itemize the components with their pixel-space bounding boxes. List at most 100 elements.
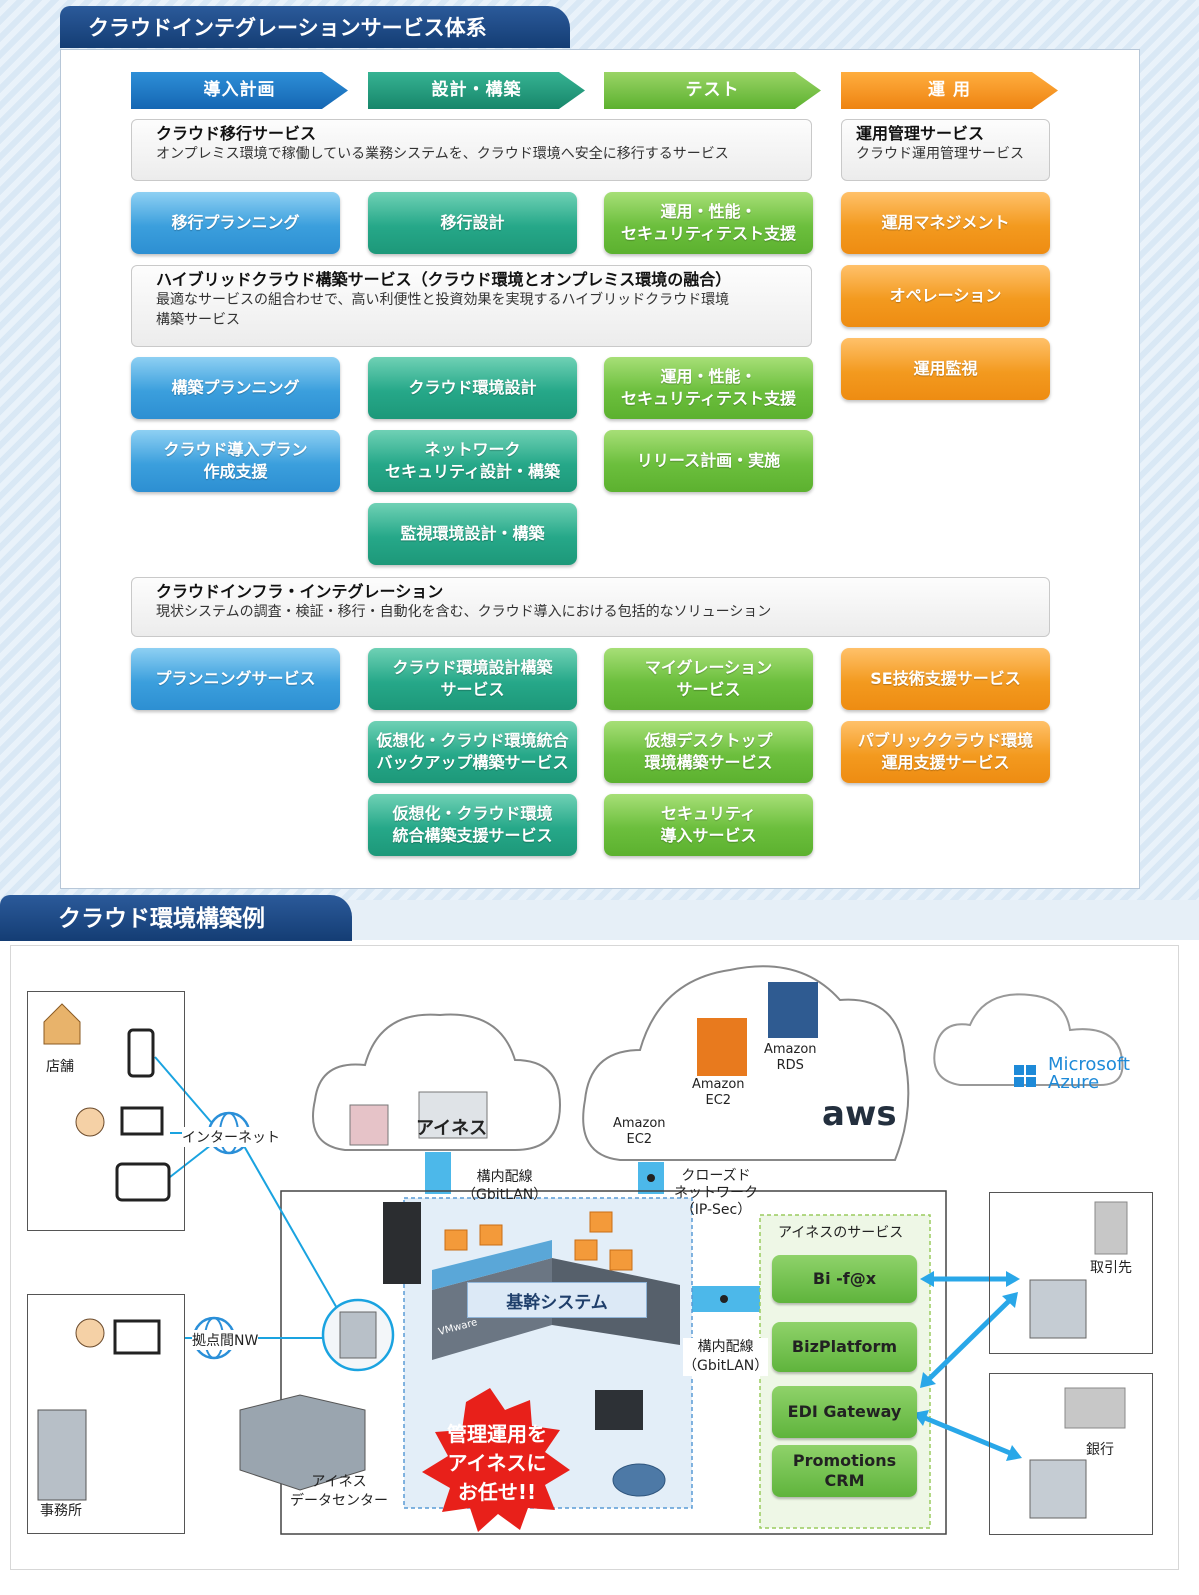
partner-box: [989, 1192, 1153, 1354]
monitor-icon: [113, 1319, 161, 1355]
build-planning-button[interactable]: 構築プランニング: [131, 357, 340, 419]
virtualization-build-support-button[interactable]: 仮想化・クラウド環境 統合構築支援サービス: [368, 794, 577, 856]
datacenter-building: [239, 1394, 366, 1491]
promotions-crm-service[interactable]: Promotions CRM: [772, 1445, 917, 1497]
person-icon-2: [75, 1318, 105, 1348]
datacenter-label: アイネス データセンター: [290, 1474, 388, 1509]
ec2-icon: [697, 1018, 747, 1076]
tablet-icon: [115, 1162, 171, 1202]
server-icon: [339, 1311, 377, 1359]
azure-cloud: [933, 993, 1124, 1086]
managed-operation-label: 管理運用を アイネスに お任せ!!: [447, 1422, 547, 1504]
virtual-desktop-button[interactable]: 仮想デスクトップ 環境構築サービス: [604, 721, 813, 783]
migration-test-support-button[interactable]: 運用・性能・ セキュリティテスト支援: [604, 192, 813, 254]
amazon-rds-label: Amazon RDS: [764, 1042, 817, 1073]
core-system-label: 基幹システム: [467, 1282, 647, 1318]
security-service-button[interactable]: セキュリティ 導入サービス: [604, 794, 813, 856]
laptop-icon: [120, 1106, 164, 1136]
bank-server-icon: [1029, 1459, 1087, 1519]
network-security-design-button[interactable]: ネットワーク セキュリティ設計・構築: [368, 430, 577, 492]
amazon-ec2-label-a: Amazon EC2: [692, 1077, 745, 1108]
lan-pipe-1: [425, 1152, 451, 1194]
phase-operation: 運 用: [841, 72, 1058, 109]
cube: [589, 1211, 613, 1233]
cube: [609, 1249, 633, 1271]
site-nw-label: 拠点間NW: [192, 1330, 259, 1350]
migration-service-button[interactable]: マイグレーション サービス: [604, 648, 813, 710]
phase-planning: 導入計画: [131, 72, 348, 109]
aws-logo: aws: [822, 1094, 897, 1134]
store-label: 店舗: [46, 1059, 74, 1075]
edi-gateway-service[interactable]: EDI Gateway: [772, 1386, 917, 1438]
hybrid-test-support-button[interactable]: 運用・性能・ セキュリティテスト支援: [604, 357, 813, 419]
office-building-icon: [37, 1409, 87, 1501]
virtualization-backup-button[interactable]: 仮想化・クラウド環境統合 バックアップ構築サービス: [368, 721, 577, 783]
partner-building-icon: [1094, 1201, 1128, 1255]
ainess-services-title: アイネスのサービス: [778, 1225, 904, 1241]
ops-service-desc: クラウド運用管理サービス: [856, 146, 1024, 162]
rack-server-icon: [383, 1202, 421, 1284]
router-icon: [612, 1463, 666, 1497]
bifax-service[interactable]: Bi -f@x: [772, 1255, 917, 1303]
storage-icon: [595, 1390, 643, 1430]
store-icon: [43, 1003, 81, 1045]
lan-label-1: 構内配線 （GbitLAN）: [462, 1169, 548, 1203]
cloud-design-build-button[interactable]: クラウド環境設計構築 サービス: [368, 648, 577, 710]
lan-label-2: 構内配線 （GbitLAN）: [683, 1338, 769, 1376]
monitoring-design-button[interactable]: 監視環境設計・構築: [368, 503, 577, 565]
bank-box: [989, 1373, 1153, 1535]
ainess-cloud-label: アイネス: [416, 1118, 488, 1139]
partner-label: 取引先: [1090, 1260, 1132, 1276]
phone-icon: [127, 1028, 155, 1078]
bizplatform-service[interactable]: BizPlatform: [772, 1322, 917, 1372]
vmware-block-top: [432, 1240, 552, 1290]
hybrid-service-title: ハイブリッドクラウド構築サービス（クラウド環境とオンプレミス環境の融合）: [156, 270, 732, 289]
amazon-ec2-label-b: Amazon EC2: [613, 1116, 666, 1147]
se-support-button[interactable]: SE技術支援サービス: [841, 648, 1050, 710]
store-box: [27, 991, 185, 1231]
partner-server-icon: [1029, 1279, 1087, 1339]
office-box: [27, 1294, 185, 1534]
operation-button[interactable]: オペレーション: [841, 265, 1050, 327]
planning-service-button[interactable]: プランニングサービス: [131, 648, 340, 710]
section1-title: クラウドインテグレーションサービス体系: [60, 6, 570, 48]
ops-service-title: 運用管理サービス: [856, 124, 985, 143]
internet-label: インターネット: [182, 1127, 280, 1147]
closed-network-label: クローズド ネットワーク （IP-Sec）: [674, 1168, 758, 1218]
infra-integration-box: クラウドインフラ・インテグレーション 現状システムの調査・検証・移行・自動化を含…: [131, 577, 1050, 637]
migration-design-button[interactable]: 移行設計: [368, 192, 577, 254]
ops-management-button[interactable]: 運用マネジメント: [841, 192, 1050, 254]
managed-burst: [422, 1388, 570, 1532]
cube: [574, 1239, 598, 1261]
service-arrows: [913, 1271, 1022, 1461]
ops-service-box: 運用管理サービス クラウド運用管理サービス: [841, 119, 1050, 181]
hybrid-service-desc2: 構築サービス: [156, 312, 240, 328]
cloud-plan-support-button[interactable]: クラウド導入プラン 作成支援: [131, 430, 340, 492]
hybrid-service-desc1: 最適なサービスの組合わせで、高い利便性と投資効果を実現するハイブリッドクラウド環…: [156, 292, 730, 308]
ainess-server-icon: [418, 1091, 488, 1139]
ainess-server-small-icon: [349, 1104, 389, 1146]
cloud-env-design-button[interactable]: クラウド環境設計: [368, 357, 577, 419]
migration-planning-button[interactable]: 移行プランニング: [131, 192, 340, 254]
section2-title: クラウド環境構築例: [0, 895, 352, 941]
bank-label: 銀行: [1086, 1442, 1114, 1458]
rds-icon: [768, 982, 818, 1038]
pipe-dot: [647, 1174, 655, 1182]
hybrid-service-box: ハイブリッドクラウド構築サービス（クラウド環境とオンプレミス環境の融合） 最適な…: [131, 265, 812, 347]
bank-building-icon: [1064, 1387, 1126, 1429]
ops-monitoring-button[interactable]: 運用監視: [841, 338, 1050, 400]
pipe-dot-2: [720, 1295, 728, 1303]
migration-service-title: クラウド移行サービス: [156, 124, 317, 143]
azure-windows-icon: [1014, 1065, 1036, 1087]
diagram-frame: [10, 945, 1179, 1570]
phase-design: 設計・構築: [368, 72, 585, 109]
person-icon: [75, 1107, 105, 1137]
phase-test: テスト: [604, 72, 821, 109]
release-plan-button[interactable]: リリース計画・実施: [604, 430, 813, 492]
infra-integration-title: クラウドインフラ・インテグレーション: [156, 582, 444, 601]
cube: [444, 1229, 468, 1251]
migration-service-box: クラウド移行サービス オンプレミス環境で稼働している業務システムを、クラウド環境…: [131, 119, 812, 181]
infra-integration-desc: 現状システムの調査・検証・移行・自動化を含む、クラウド導入における包括的なソリュ…: [156, 604, 772, 620]
cube: [479, 1224, 503, 1246]
public-cloud-ops-button[interactable]: パブリッククラウド環境 運用支援サービス: [841, 721, 1050, 783]
